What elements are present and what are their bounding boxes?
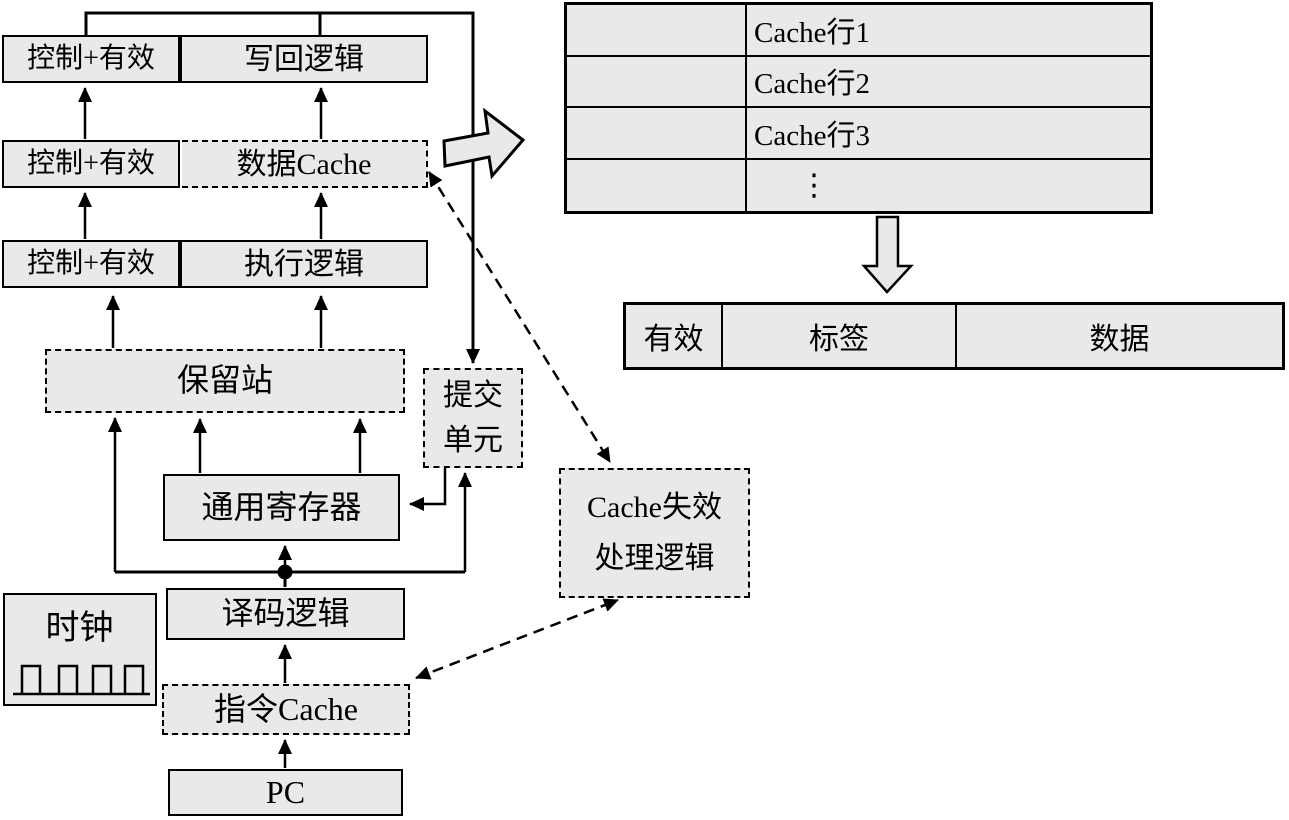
cache-line-tag-cell: 标签	[721, 305, 955, 367]
pc-box: PC	[168, 769, 403, 816]
cache-table-row-2-label: Cache行2	[754, 68, 870, 101]
cache-table-row-ellipsis: ⋮	[567, 159, 1150, 211]
cache-table-row-1-label: Cache行1	[754, 16, 870, 49]
cache-miss-handler-box: Cache失效 处理逻辑	[559, 468, 750, 598]
cache-miss-handler-line1: Cache失效	[587, 491, 722, 524]
cache-table-row-1: Cache行1	[567, 5, 1150, 57]
cache-table-row-4-tagcell	[567, 159, 747, 211]
execute-logic-box: 执行逻辑	[180, 240, 428, 288]
block-arrow-table-to-line	[861, 215, 914, 294]
control-valid-box-execute: 控制+有效	[2, 240, 180, 288]
cache-table-row-2: Cache行2	[567, 56, 1150, 108]
cache-miss-handler-line2: 处理逻辑	[594, 542, 715, 575]
block-arrow-dcache-to-table	[442, 107, 526, 180]
cache-line-structure: 有效 标签 数据	[623, 302, 1285, 370]
cache-table: Cache行1 Cache行2 Cache行3 ⋮	[564, 2, 1153, 214]
commit-unit-line2: 单元	[443, 424, 503, 457]
dashed-link-icache-misshandler	[415, 598, 619, 680]
commit-unit-line1: 提交	[443, 379, 503, 412]
cache-table-row-3: Cache行3	[567, 108, 1150, 160]
cache-table-row-3-tagcell	[567, 108, 747, 158]
cache-table-ellipsis: ⋮	[799, 167, 829, 203]
data-cache-box: 数据Cache	[182, 140, 428, 188]
writeback-logic-box: 写回逻辑	[180, 35, 428, 83]
junction-dot	[277, 564, 293, 580]
cache-table-row-3-label: Cache行3	[754, 119, 870, 152]
decode-logic-box: 译码逻辑	[166, 588, 405, 640]
instruction-cache-box: 指令Cache	[162, 684, 410, 735]
clock-label: 时钟	[45, 610, 114, 647]
general-registers-box: 通用寄存器	[163, 474, 400, 541]
cache-table-row-2-tagcell	[567, 56, 747, 106]
control-valid-box-writeback: 控制+有效	[2, 35, 180, 83]
commit-unit-box: 提交 单元	[423, 368, 523, 468]
cache-line-valid-cell: 有效	[643, 323, 704, 356]
cache-line-data-cell: 数据	[955, 305, 1282, 367]
cache-table-row-1-tagcell	[567, 5, 747, 55]
arrow-commit-to-gpr	[409, 468, 447, 511]
control-valid-box-datacache: 控制+有效	[2, 140, 180, 188]
reservation-station-box: 保留站	[45, 349, 405, 413]
